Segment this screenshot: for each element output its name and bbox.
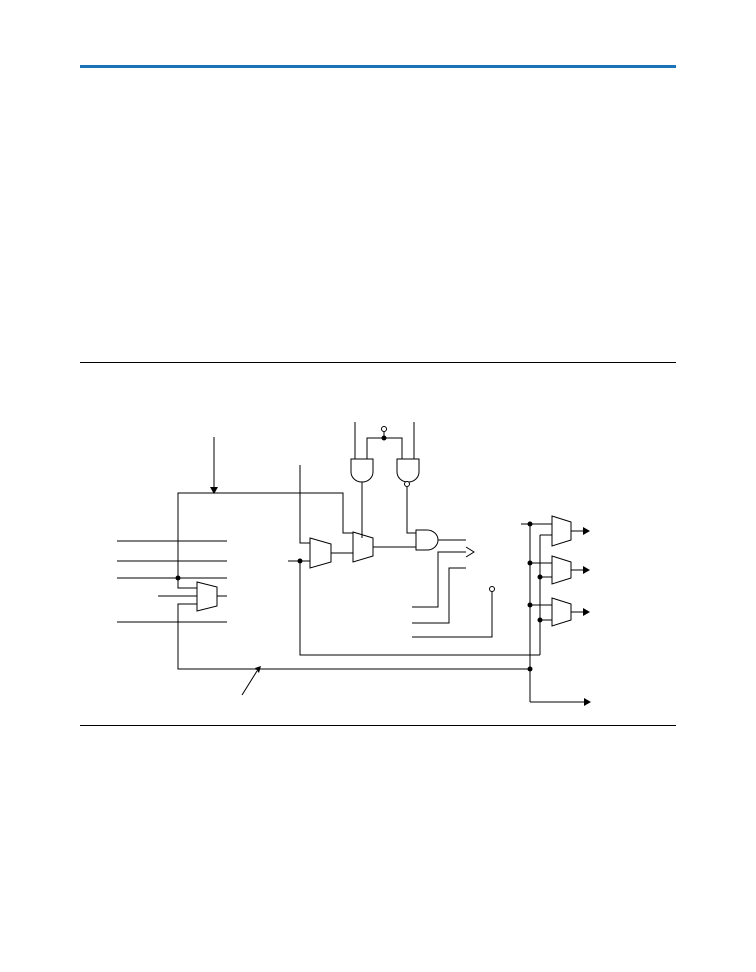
junction-dot xyxy=(537,574,543,580)
register-input-1 xyxy=(412,551,466,608)
output-mux-2 xyxy=(551,555,572,585)
figure-bottom-rule xyxy=(80,725,676,726)
output-mux-3 xyxy=(551,597,572,627)
reset-bubble-icon xyxy=(489,586,495,592)
output-mux-1 xyxy=(551,515,572,547)
mux1-second-input xyxy=(299,465,310,544)
register-input-2 xyxy=(412,567,466,624)
output-arrow-3-icon xyxy=(583,608,590,616)
output-feedback-wire xyxy=(299,561,540,656)
bus-pointer-line xyxy=(241,670,258,696)
junction-dot xyxy=(527,602,533,608)
and-gate-2 xyxy=(396,458,420,483)
and-gate-2-output xyxy=(406,487,416,534)
clock-input-icon xyxy=(465,546,475,558)
header-rule xyxy=(80,65,676,68)
junction-dot xyxy=(527,560,533,566)
mux-1 xyxy=(309,537,332,569)
and-gate-1 xyxy=(350,458,374,483)
feedback-bus-top xyxy=(177,492,353,578)
register-input-3 xyxy=(412,590,493,638)
figure-top-rule xyxy=(80,362,676,363)
and-gate-3 xyxy=(415,529,439,551)
output-arrow-bottom-icon xyxy=(584,698,591,706)
junction-dot xyxy=(297,558,303,564)
junction-dot xyxy=(381,435,387,441)
and-gate-1-input-b xyxy=(366,432,385,459)
input-bubble-icon xyxy=(381,426,387,432)
output-arrow-2-icon xyxy=(583,566,590,574)
left-mux-select-wire xyxy=(177,578,197,589)
register xyxy=(466,502,521,586)
left-mux xyxy=(196,581,218,612)
and-gate-2-input-a xyxy=(384,437,403,459)
feedback-bus-bottom xyxy=(177,603,530,670)
junction-dot xyxy=(527,521,533,527)
junction-dot xyxy=(537,617,543,623)
bus-pointer-arrow-icon xyxy=(255,666,261,673)
output-arrow-1-icon xyxy=(583,527,590,535)
mux-2 xyxy=(352,531,374,563)
logic-block xyxy=(227,538,288,630)
junction-dot xyxy=(527,666,533,672)
inversion-bubble-icon xyxy=(404,481,410,487)
junction-dot xyxy=(175,575,181,581)
down-arrow-icon xyxy=(210,487,218,494)
